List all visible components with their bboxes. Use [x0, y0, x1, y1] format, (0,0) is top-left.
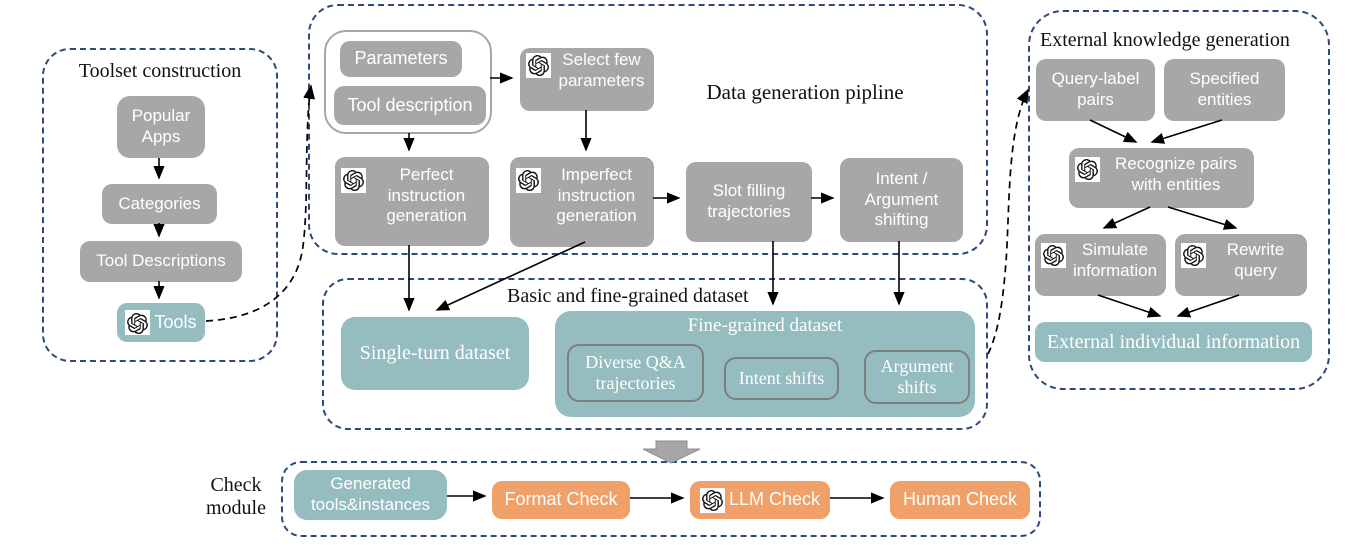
node-categories-label: Categories: [118, 193, 201, 213]
node-argument-shifts-label: Argument shifts: [880, 356, 954, 397]
node-external-individual-information: External individual information: [1035, 322, 1312, 362]
node-parameters: Parameters: [340, 41, 462, 77]
pipeline-title: Data generation pipline: [706, 80, 904, 104]
node-recognize-pairs: Recognize pairs with entities: [1069, 148, 1254, 208]
panel-data-generation-pipeline: Data generation pipline Parameters Tool …: [308, 4, 988, 255]
node-intent-argument-shifting: Intent / Argument shifting: [840, 158, 963, 242]
node-perfect-instruction-generation-label: Perfect instruction generation: [386, 165, 467, 226]
node-popular-apps: Popular Apps: [117, 96, 205, 158]
node-tool-descriptions: Tool Descriptions: [80, 241, 242, 282]
node-specified-entities: Specified entities: [1164, 59, 1285, 121]
node-parameters-label: Parameters: [354, 48, 448, 69]
node-human-check-label: Human Check: [902, 489, 1018, 510]
node-perfect-instruction-generation: Perfect instruction generation: [335, 157, 489, 246]
node-popular-apps-label: Popular Apps: [131, 106, 191, 146]
node-specified-entities-label: Specified entities: [1189, 69, 1260, 109]
openai-icon: [341, 168, 366, 193]
node-rewrite-query-label: Rewrite query: [1226, 240, 1285, 280]
check-module-label: Check module: [206, 474, 266, 519]
node-select-few-parameters-label: Select few parameters: [558, 50, 645, 90]
node-tool-description: Tool description: [334, 86, 486, 125]
openai-icon: [516, 168, 541, 193]
down-block-arrow: [642, 440, 701, 464]
node-intent-shifts: Intent shifts: [724, 357, 839, 400]
node-diverse-qa-trajectories-label: Diverse Q&A trajectories: [585, 352, 686, 393]
group-tool-spec: Parameters Tool description: [324, 30, 492, 134]
panel-toolset-construction: Toolset construction Popular Apps Catego…: [42, 48, 278, 362]
fine-grained-dataset-title: Fine-grained dataset: [687, 315, 843, 336]
node-format-check-label: Format Check: [504, 489, 618, 510]
node-tool-descriptions-label: Tool Descriptions: [96, 251, 226, 271]
openai-icon: [125, 310, 151, 335]
openai-icon: [1181, 243, 1206, 268]
openai-icon: [1041, 243, 1066, 268]
node-recognize-pairs-label: Recognize pairs with entities: [1115, 154, 1237, 194]
node-query-label-pairs: Query-label pairs: [1036, 59, 1155, 121]
node-single-turn-dataset-label: Single-turn dataset: [359, 342, 511, 365]
external-title: External knowledge generation: [1040, 29, 1290, 51]
node-categories: Categories: [102, 184, 217, 224]
node-single-turn-dataset: Single-turn dataset: [341, 317, 529, 390]
node-rewrite-query: Rewrite query: [1175, 234, 1307, 296]
dashed-arrow-dataset-to-external: [987, 88, 1029, 355]
panel-external-knowledge-generation: External knowledge generation Query-labe…: [1028, 10, 1330, 390]
node-intent-argument-shifting-label: Intent / Argument shifting: [864, 168, 939, 230]
node-imperfect-instruction-generation-label: Imperfect instruction generation: [556, 165, 637, 226]
node-generated-tools-instances: Generated tools&instances: [294, 470, 447, 520]
panel-basic-fine-grained-dataset: Basic and fine-grained dataset Single-tu…: [322, 278, 988, 430]
node-fine-grained-dataset: Fine-grained dataset Diverse Q&A traject…: [555, 311, 975, 417]
openai-icon: [699, 487, 725, 513]
node-slot-filling-trajectories: Slot filling trajectories: [686, 162, 812, 242]
toolset-title: Toolset construction: [78, 60, 242, 82]
node-diverse-qa-trajectories: Diverse Q&A trajectories: [567, 344, 704, 402]
node-external-individual-information-label: External individual information: [1046, 330, 1301, 353]
node-llm-check: LLM Check: [690, 481, 830, 519]
panel-check-module: Generated tools&instances Format Check L…: [281, 461, 1041, 537]
node-format-check: Format Check: [492, 481, 630, 519]
node-select-few-parameters: Select few parameters: [520, 48, 654, 111]
node-human-check: Human Check: [890, 481, 1030, 519]
node-slot-filling-trajectories-label: Slot filling trajectories: [707, 181, 791, 221]
node-imperfect-instruction-generation: Imperfect instruction generation: [510, 157, 654, 247]
openai-icon: [1075, 157, 1100, 182]
dataset-title: Basic and fine-grained dataset: [507, 285, 749, 307]
node-argument-shifts: Argument shifts: [864, 350, 970, 404]
node-llm-check-label: LLM Check: [728, 489, 821, 510]
node-simulate-information: Simulate information: [1035, 234, 1166, 296]
node-tool-description-label: Tool description: [347, 94, 473, 115]
node-query-label-pairs-label: Query-label pairs: [1051, 69, 1140, 109]
node-tools: Tools: [117, 303, 205, 342]
openai-icon: [526, 53, 551, 78]
node-simulate-information-label: Simulate information: [1072, 240, 1158, 280]
node-intent-shifts-label: Intent shifts: [738, 368, 825, 389]
node-tools-label: Tools: [154, 311, 197, 332]
node-generated-tools-instances-label: Generated tools&instances: [310, 474, 431, 514]
